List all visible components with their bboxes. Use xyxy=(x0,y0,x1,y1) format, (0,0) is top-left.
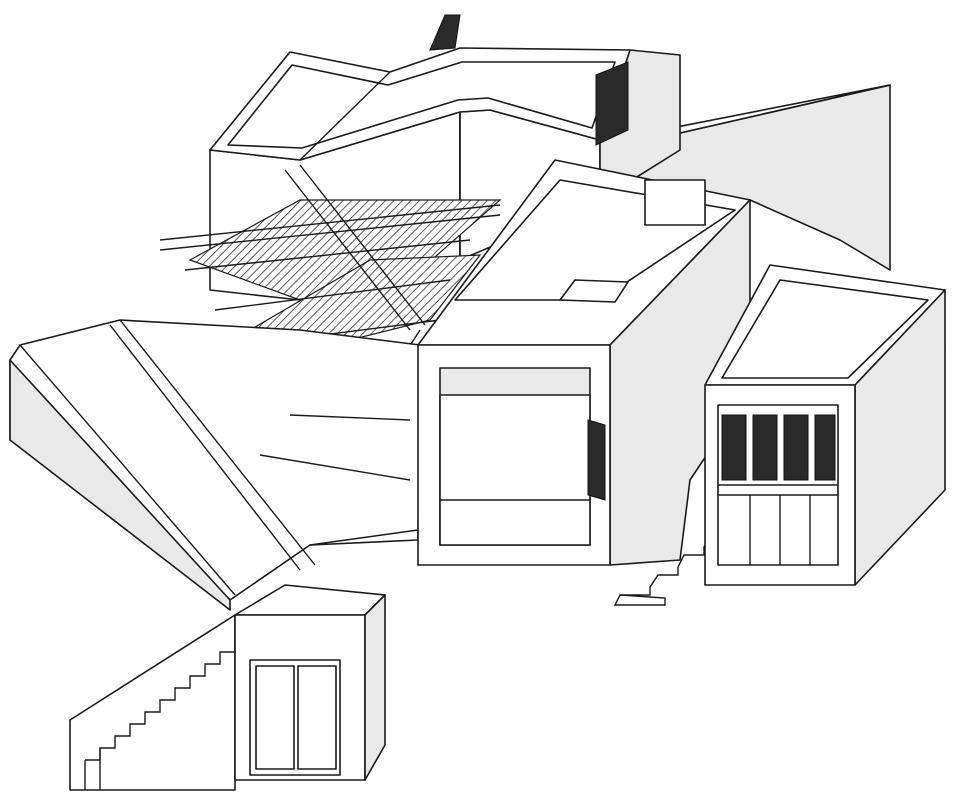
skylight xyxy=(559,279,629,303)
floor-frames xyxy=(159,164,502,406)
interior-louver xyxy=(587,419,606,501)
roof-louver xyxy=(429,14,461,51)
central-box xyxy=(417,159,751,566)
side-louver xyxy=(595,61,629,146)
window-louver xyxy=(721,414,747,481)
lower-stair xyxy=(69,614,236,791)
ground-platform xyxy=(9,319,421,611)
entry-box xyxy=(234,584,386,781)
right-box xyxy=(704,264,946,586)
